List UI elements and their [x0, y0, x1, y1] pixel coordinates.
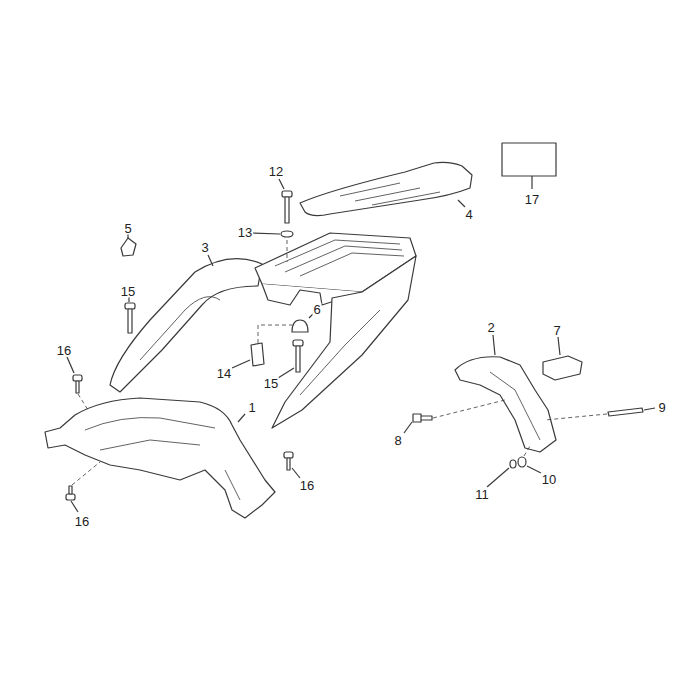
- leader-line: [253, 233, 280, 234]
- plate-holder: [455, 357, 556, 452]
- tail-edge: [140, 297, 220, 360]
- leader-line: [531, 176, 532, 189]
- screw: [413, 414, 432, 422]
- leader-line: [128, 297, 129, 302]
- leader-line: [67, 357, 74, 373]
- callout-number: 16: [56, 344, 72, 357]
- holder-edge: [490, 372, 540, 440]
- leader-line: [278, 368, 294, 378]
- leader-line: [71, 501, 78, 512]
- callout-number: 2: [486, 321, 495, 334]
- callout-number: 16: [299, 479, 315, 492]
- callout-number: 1: [247, 401, 256, 414]
- callout-number: 15: [120, 285, 136, 298]
- light-block: [543, 356, 582, 380]
- bolt-shank: [69, 486, 72, 494]
- callout-number: 14: [216, 367, 232, 380]
- bolt-shank: [76, 381, 79, 393]
- leader-line: [487, 468, 509, 487]
- washer: [281, 231, 293, 237]
- callout-number: 11: [474, 488, 490, 501]
- leader-line: [404, 422, 412, 433]
- leader-line: [292, 468, 300, 478]
- callout-number: 10: [541, 473, 557, 486]
- callout-number: 12: [268, 165, 284, 178]
- leader-line: [644, 408, 655, 410]
- tail-edge: [300, 310, 380, 395]
- bolt-head: [66, 494, 75, 500]
- dashed-line: [545, 414, 607, 420]
- callout-number: 7: [552, 324, 561, 337]
- callout-number: 13: [237, 226, 253, 239]
- rack-plate: [300, 162, 472, 215]
- bolt-head: [282, 191, 292, 197]
- rack-ribs: [275, 240, 404, 276]
- bolt-shank: [285, 197, 289, 223]
- leader-line: [279, 179, 284, 189]
- dashed-line: [78, 394, 88, 410]
- washer: [510, 460, 516, 468]
- mudguard-edge: [85, 418, 240, 501]
- callout-number: 6: [312, 303, 321, 316]
- leader-line: [458, 200, 465, 207]
- mudguard: [45, 398, 275, 518]
- callout-number: 9: [657, 401, 666, 414]
- spacer: [251, 343, 264, 366]
- bolt-shank: [128, 309, 132, 333]
- cap: [292, 320, 308, 332]
- callout-number: 3: [200, 241, 209, 254]
- bolt-head: [293, 340, 303, 346]
- leader-line: [127, 234, 128, 238]
- callout-number: 16: [74, 515, 90, 528]
- pin: [608, 408, 643, 416]
- leader-line: [238, 414, 245, 422]
- nut: [518, 457, 526, 467]
- leader-line: [232, 360, 250, 368]
- leader-line: [558, 337, 560, 355]
- leader-line: [493, 335, 495, 355]
- dashed-line: [287, 240, 288, 262]
- bolt-head: [125, 303, 135, 309]
- callout-number: 8: [393, 434, 402, 447]
- bolt-head: [73, 375, 82, 381]
- callout-number: 15: [263, 377, 279, 390]
- bolt-head: [284, 452, 293, 458]
- leader-line: [208, 255, 213, 266]
- dashed-line: [258, 325, 292, 343]
- plate-ribs: [340, 183, 440, 205]
- dashed-line: [72, 462, 100, 485]
- grommet: [121, 238, 136, 256]
- callout-number: 17: [524, 193, 540, 206]
- tail-left-arm: [110, 259, 262, 392]
- tail-right-arm: [272, 256, 416, 428]
- bolt-shank: [287, 458, 290, 470]
- callout-number: 5: [123, 222, 132, 235]
- callout-number: 4: [464, 208, 473, 221]
- dashed-line: [433, 400, 505, 418]
- bolt-shank: [296, 346, 300, 372]
- dashed-line: [524, 446, 530, 456]
- label-box: [502, 143, 556, 176]
